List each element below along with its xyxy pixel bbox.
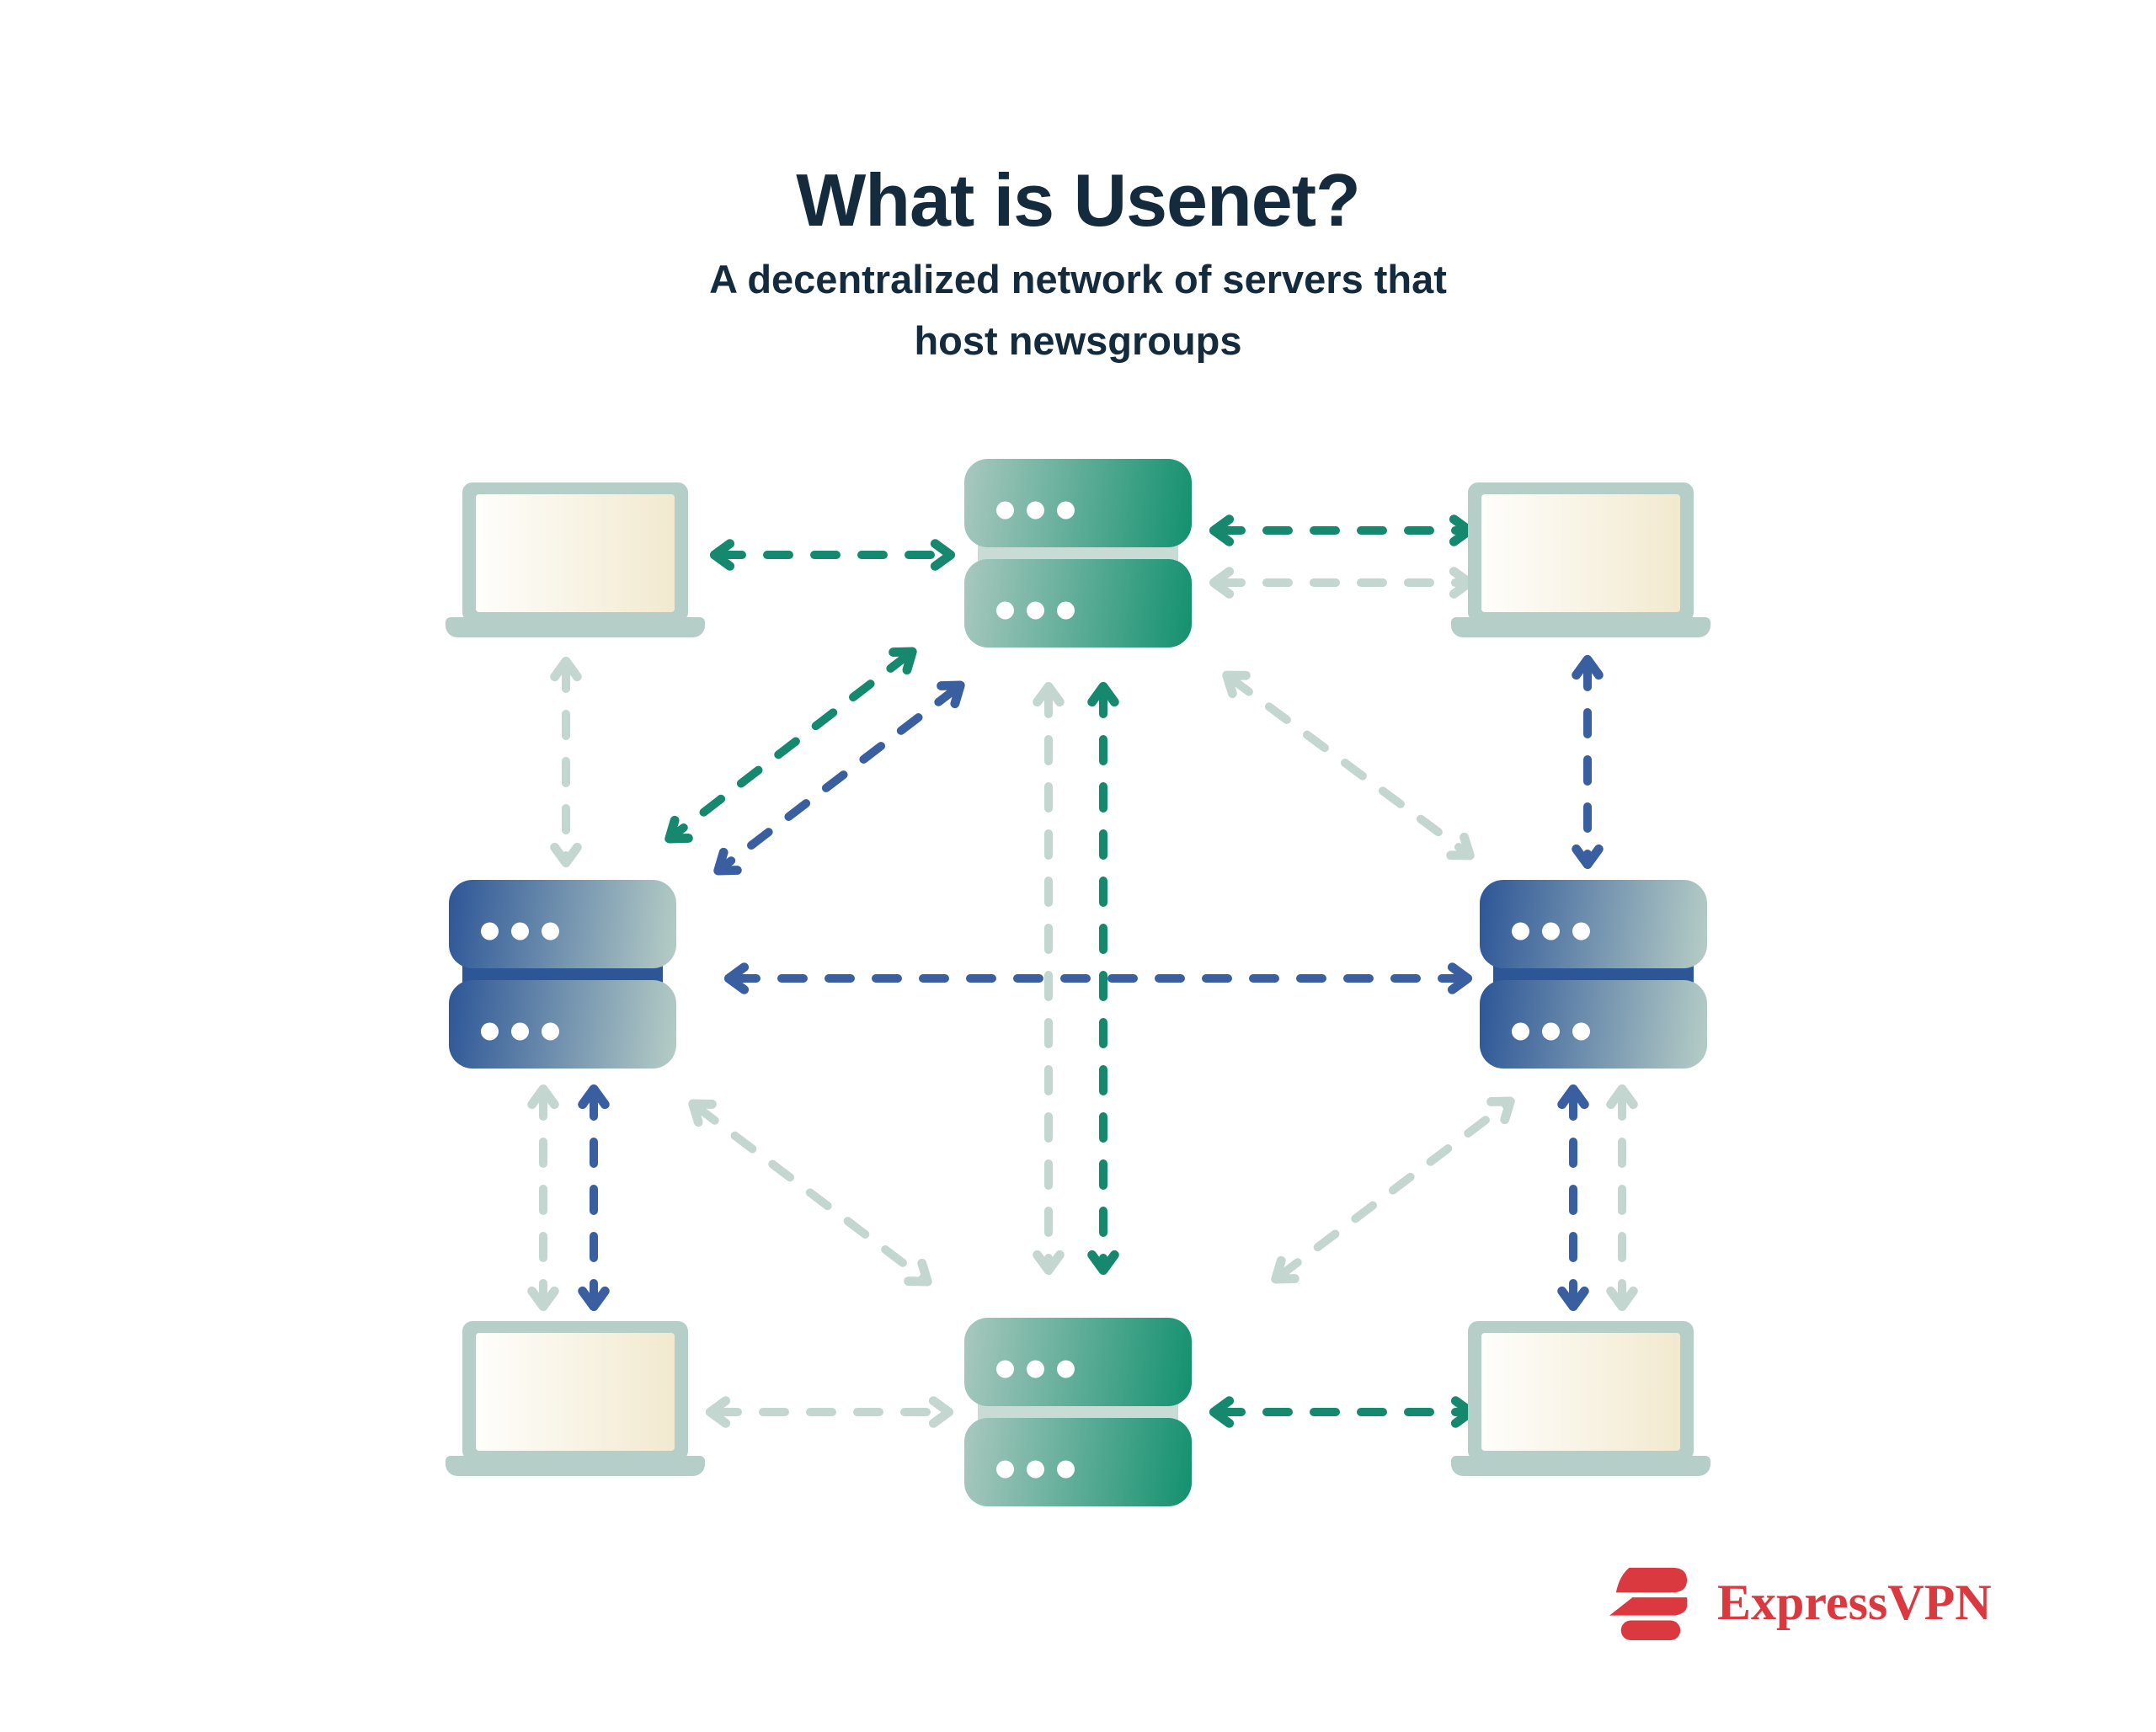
server-led-dots [481, 1022, 559, 1041]
server-unit-bottom [964, 559, 1192, 648]
laptop-base [446, 617, 705, 637]
server-led-dots [1512, 922, 1590, 941]
arrow-serverLeft-serverBottom-sage [688, 1099, 932, 1287]
expressvpn-logo-icon [1609, 1567, 1688, 1641]
laptop-lid [1468, 482, 1694, 622]
server-led-dots [996, 501, 1075, 520]
laptop-screen [1481, 1333, 1680, 1451]
server-led-dots [481, 922, 559, 941]
laptop-screen [476, 494, 675, 612]
server-unit-top [1480, 880, 1707, 968]
server-unit-bottom [1480, 980, 1707, 1069]
laptop-top-right-laptop-icon [1451, 482, 1710, 637]
arrow-serverTop-serverLeft-navy [713, 680, 965, 876]
arrow-serverTop-serverRight-sage [1222, 670, 1475, 861]
brand-name: ExpressVPN [1717, 1574, 1992, 1630]
laptop-lid [462, 482, 688, 622]
server-led-dots [996, 1460, 1075, 1479]
server-unit-top [449, 880, 676, 968]
server-bottom-server-icon [964, 1318, 1192, 1506]
laptop-base [1451, 1456, 1710, 1476]
server-unit-top [964, 459, 1192, 547]
laptop-bottom-left-laptop-icon [446, 1321, 705, 1476]
laptop-lid [462, 1321, 688, 1461]
server-led-dots [996, 1360, 1075, 1378]
server-led-dots [1512, 1022, 1590, 1041]
laptop-screen [1481, 494, 1680, 612]
server-right-server-icon [1480, 880, 1707, 1069]
laptop-base [446, 1456, 705, 1476]
server-unit-top [964, 1318, 1192, 1406]
laptop-top-left-laptop-icon [446, 482, 705, 637]
page-title: What is Usenet? [796, 157, 1361, 242]
page-subtitle: A decentralized network of servers that … [0, 249, 2156, 372]
subtitle-line-1: A decentralized network of servers that [709, 257, 1447, 301]
server-led-dots [996, 601, 1075, 620]
subtitle-line-2: host newsgroups [914, 317, 1242, 363]
server-top-server-icon [964, 459, 1192, 648]
laptop-lid [1468, 1321, 1694, 1461]
brand-logo: ExpressVPN [1604, 1563, 1992, 1642]
server-left-server-icon [449, 880, 676, 1069]
server-unit-bottom [964, 1418, 1192, 1506]
arrow-serverBottom-serverRight-sage [1271, 1096, 1515, 1284]
laptop-base [1451, 617, 1710, 637]
laptop-bottom-right-laptop-icon [1451, 1321, 1710, 1476]
laptop-screen [476, 1333, 675, 1451]
server-unit-bottom [449, 980, 676, 1069]
